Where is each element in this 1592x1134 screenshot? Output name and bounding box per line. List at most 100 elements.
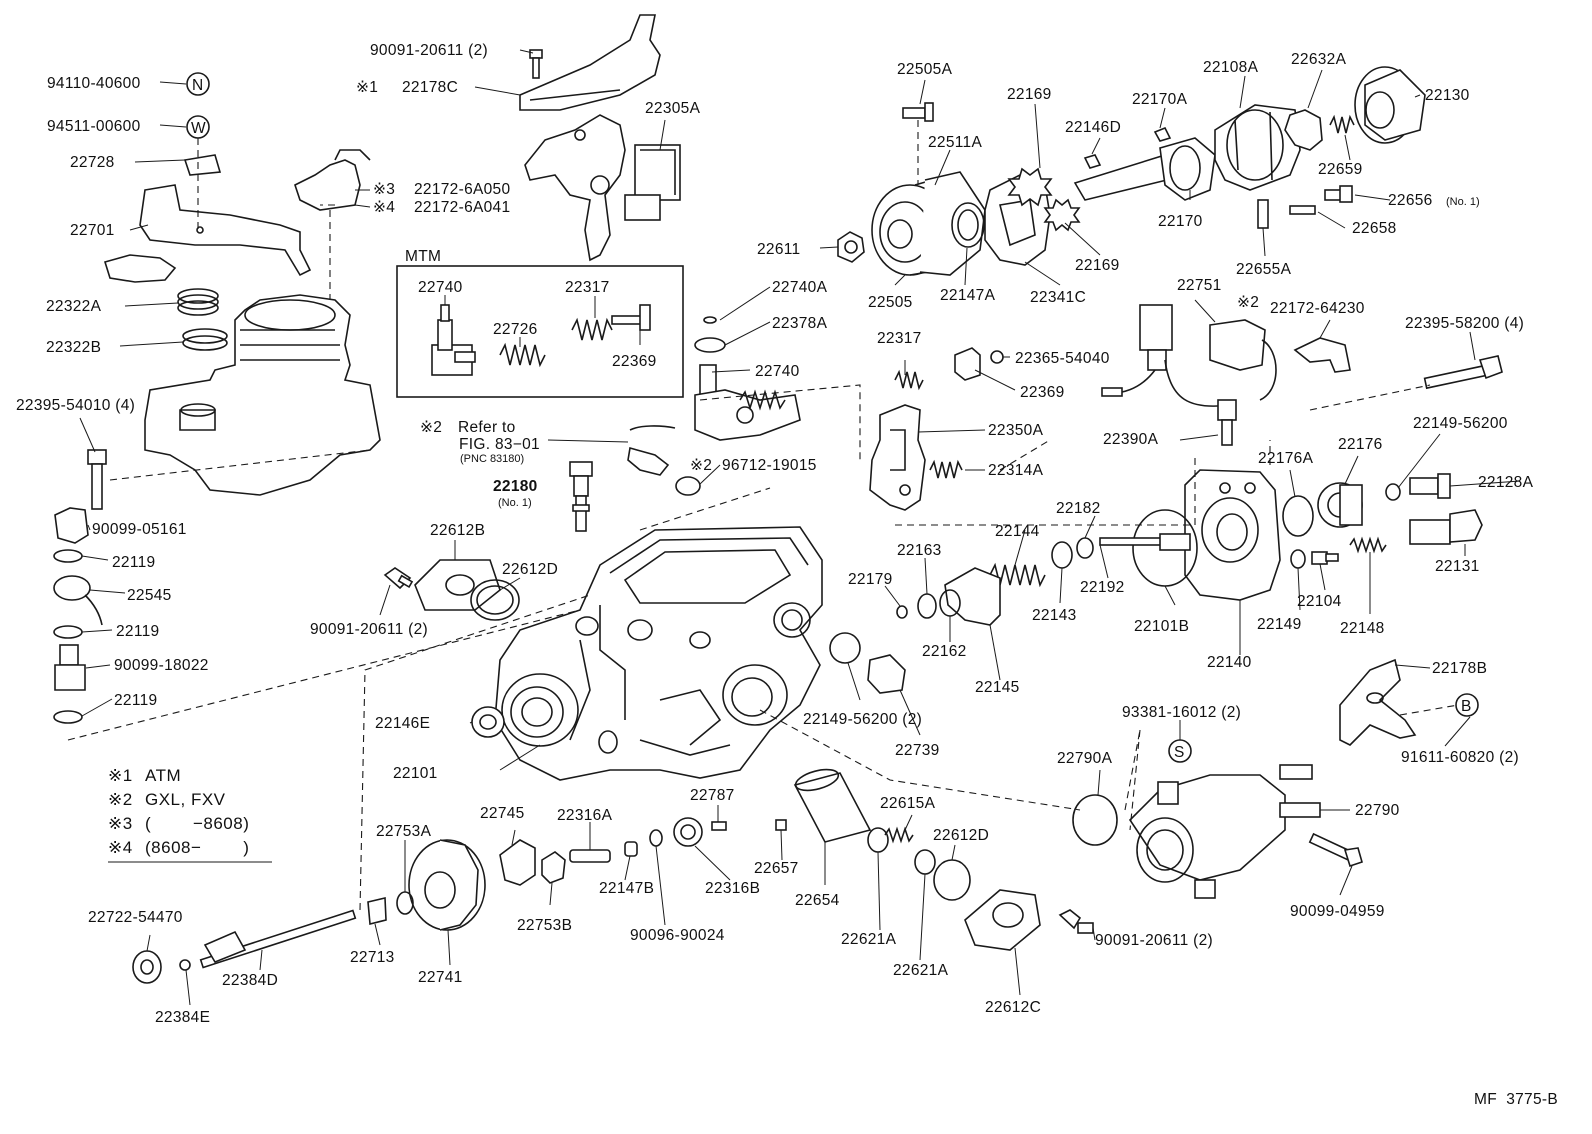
pin-22657 <box>775 819 787 831</box>
label-22148: 22148 <box>1340 620 1385 637</box>
label-22632A: 22632A <box>1291 51 1347 68</box>
legend-mark-4: ※4 <box>108 838 133 857</box>
label-22130: 22130 <box>1425 87 1470 104</box>
key-22170A <box>1153 126 1172 142</box>
pin-22656 <box>1324 189 1342 201</box>
label-22656-no: (No. 1) <box>1446 196 1480 208</box>
gasket-22119-c <box>53 710 83 724</box>
label-22790A: 22790A <box>1057 750 1113 767</box>
label-22322B: 22322B <box>46 339 101 356</box>
label-22395-54010: 22395-54010 (4) <box>16 397 135 414</box>
label-22611: 22611 <box>757 241 800 258</box>
label-22172-6A041-mark: ※4 <box>373 199 395 216</box>
label-22119-c: 22119 <box>114 692 157 709</box>
label-22612C: 22612C <box>985 999 1041 1016</box>
gasket-22119-b <box>53 625 83 639</box>
label-22131: 22131 <box>1435 558 1480 575</box>
label-22145: 22145 <box>975 679 1020 696</box>
bolt-22395-54010 <box>87 449 107 510</box>
plunger-22192 <box>1099 533 1191 551</box>
label-22395-58200: 22395-58200 (4) <box>1405 315 1524 332</box>
label-90099-18022: 90099-18022 <box>114 657 209 674</box>
washer-22149-a <box>1385 483 1401 501</box>
valve-22180 <box>569 461 593 532</box>
label-90099-05161: 90099-05161 <box>92 521 187 538</box>
label-22180: 22180 <box>493 478 538 495</box>
label-22728: 22728 <box>70 154 115 171</box>
governor-housing-left <box>144 294 381 496</box>
variant-legend: ※1 ATM ※2 GXL, FXV ※3 ( −8608) ※4 (8608−… <box>108 766 249 857</box>
refer-note-mark: ※2 <box>420 419 442 436</box>
label-93381-16012: 93381-16012 (2) <box>1122 704 1241 721</box>
washer-90096 <box>649 829 663 847</box>
mtm-box: MTM <box>396 248 684 398</box>
label-22751: 22751 <box>1177 277 1222 294</box>
plate-22145 <box>944 567 1001 626</box>
o-ring-22612D-b <box>933 859 971 901</box>
plug-22176 <box>1317 482 1363 528</box>
label-22146D: 22146D <box>1065 119 1121 136</box>
spring-22317 <box>894 369 924 391</box>
label-22369: 22369 <box>1020 384 1065 401</box>
cover-22612C <box>964 889 1041 951</box>
banjo-22545 <box>53 575 103 626</box>
label-90099-04959: 90099-04959 <box>1290 903 1385 920</box>
label-22143: 22143 <box>1032 607 1077 624</box>
fitting-22739 <box>829 632 906 694</box>
valve-22369 <box>954 347 1004 381</box>
label-22162: 22162 <box>922 643 967 660</box>
label-90091-20611-top: 90091-20611 (2) <box>370 42 488 59</box>
control-lever-22305A <box>524 114 681 262</box>
washer-22179 <box>896 605 908 619</box>
label-22101B: 22101B <box>1134 618 1189 635</box>
bushing-22316B <box>673 817 703 847</box>
figure-code: MF 3775-B <box>1474 1091 1558 1108</box>
washer-22753A <box>396 891 414 915</box>
coupling-22169-b <box>1043 198 1081 232</box>
label-mtm-22369: 22369 <box>612 353 657 370</box>
coupling-22169-a <box>1007 167 1053 207</box>
label-22701: 22701 <box>70 222 115 239</box>
label-22615A: 22615A <box>880 795 936 812</box>
label-22657: 22657 <box>754 860 799 877</box>
solenoid-valve-22790 <box>1128 764 1321 899</box>
timer-gear-22741 <box>408 839 486 931</box>
label-22790: 22790 <box>1355 802 1400 819</box>
legend-mark-1: ※1 <box>108 766 133 785</box>
mtm-box-title: MTM <box>405 248 441 265</box>
bolt-22395-58200 <box>1423 355 1503 390</box>
label-90091-20611-mid: 90091-20611 (2) <box>310 621 428 638</box>
pin-22316A <box>569 849 611 863</box>
label-22178B: 22178B <box>1432 660 1487 677</box>
coupling-22632A <box>1284 109 1323 151</box>
label-22314A: 22314A <box>988 462 1044 479</box>
label-22621A-b: 22621A <box>893 962 949 979</box>
lever-22178B <box>1339 658 1417 746</box>
refer-note-line2: FIG. 83−01 <box>459 436 540 453</box>
label-22104: 22104 <box>1297 593 1342 610</box>
label-22192: 22192 <box>1080 579 1125 596</box>
washer-22182 <box>1076 537 1094 559</box>
label-22170: 22170 <box>1158 213 1203 230</box>
label-22149-56200-b: 22149-56200 (2) <box>803 711 922 728</box>
label-22172-6A041: 22172-6A041 <box>414 199 510 216</box>
label-94511-00600: 94511-00600 <box>47 118 141 135</box>
label-22505A: 22505A <box>897 61 953 78</box>
svg-text:W: W <box>191 120 206 137</box>
ring-22147A <box>951 202 985 248</box>
drive-gear-22505 <box>871 171 986 276</box>
spring-22148 <box>1349 536 1387 554</box>
label-22178C-mark: ※1 <box>356 79 378 96</box>
label-96712-19015: 96712-19015 <box>722 457 817 474</box>
label-22322A: 22322A <box>46 298 102 315</box>
piston-22654 <box>793 768 872 843</box>
pin-22656-b <box>1339 185 1353 203</box>
label-22144: 22144 <box>995 523 1040 540</box>
label-22176A: 22176A <box>1258 450 1314 467</box>
label-22179: 22179 <box>848 571 893 588</box>
legend-text-2: GXL, FXV <box>145 790 226 809</box>
governor-plate-22350A <box>869 404 926 511</box>
label-22365-54040: 22365-54040 <box>1015 350 1110 367</box>
label-22172-6A050-mark: ※3 <box>373 181 395 198</box>
